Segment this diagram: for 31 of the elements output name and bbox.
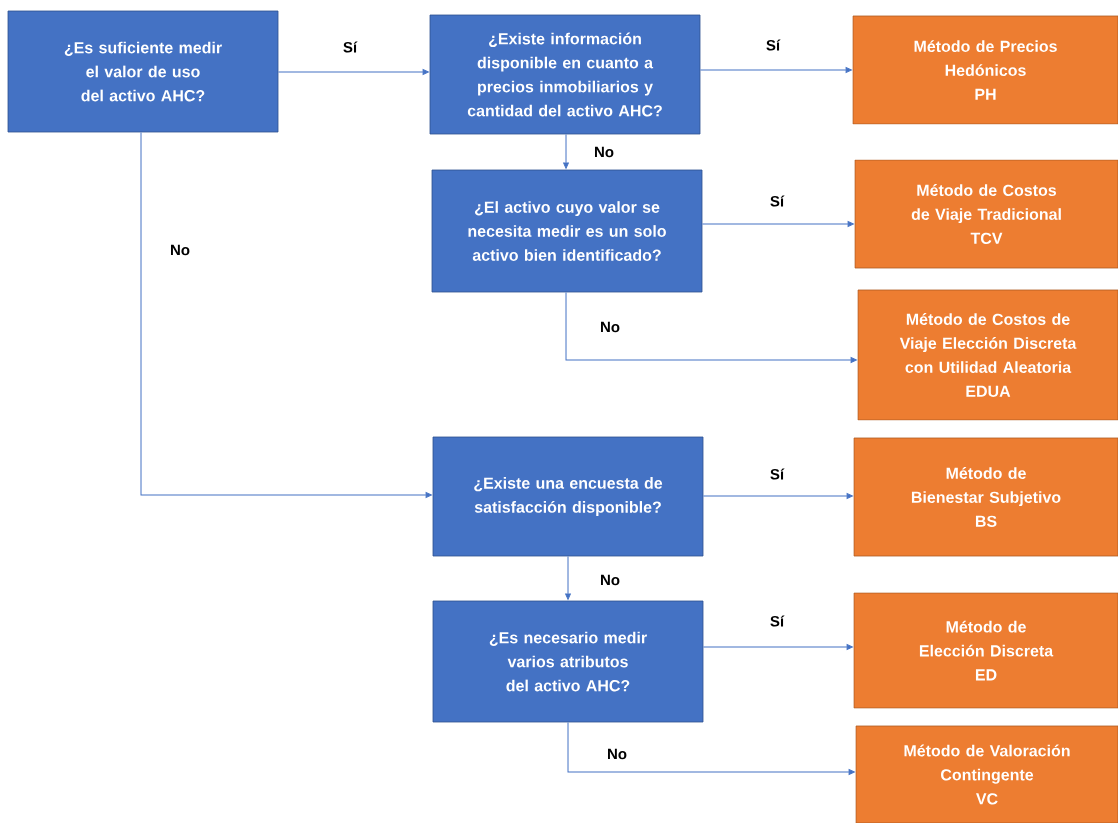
arrow [702,644,853,650]
method-box: Método de Costos de Viaje Elección Discreta con Utilidad Aleatoria EDUA [857,289,1118,421]
edge-label: No [606,747,628,761]
question-box: ¿Es suficiente medir el valor de uso del activo AHC? [7,10,279,133]
arrow [699,67,852,73]
arrow [565,291,857,363]
edge-label: Sí [768,194,786,208]
method-box: Método de Precios Hedónicos PH [852,15,1118,125]
question-box: ¿Es necesario medir varios atributos del activo AHC? [432,600,704,723]
question-box: ¿Existe información disponible en cuanto a precios inmobiliarios y cantidad del activo AHC? [429,14,701,135]
method-box: Método de Elección Discreta ED [853,592,1118,709]
edge-label: Sí [768,467,786,481]
arrow [277,69,429,75]
method-box: Método de Bienestar Subjetivo BS [853,437,1118,557]
question-box: ¿Existe una encuesta de satisfacción disponible? [432,436,704,557]
edge-label: No [593,145,615,159]
edge-label: Sí [341,40,359,54]
edge-label: Sí [764,38,782,52]
edge-label: No [599,573,621,587]
method-box: Método de Costos de Viaje Tradicional TCV [854,159,1118,269]
arrow [567,721,855,775]
edge-label: No [169,243,191,257]
arrow [563,133,569,169]
arrow [565,555,571,600]
arrow [702,493,853,499]
edge-label: No [599,320,621,334]
method-box: Método de Valoración Contingente VC [855,725,1118,823]
arrow [701,221,854,227]
question-box: ¿El activo cuyo valor se necesita medir es un solo activo bien identificado? [431,169,703,293]
arrow [140,131,432,498]
edge-label: Sí [768,614,786,628]
